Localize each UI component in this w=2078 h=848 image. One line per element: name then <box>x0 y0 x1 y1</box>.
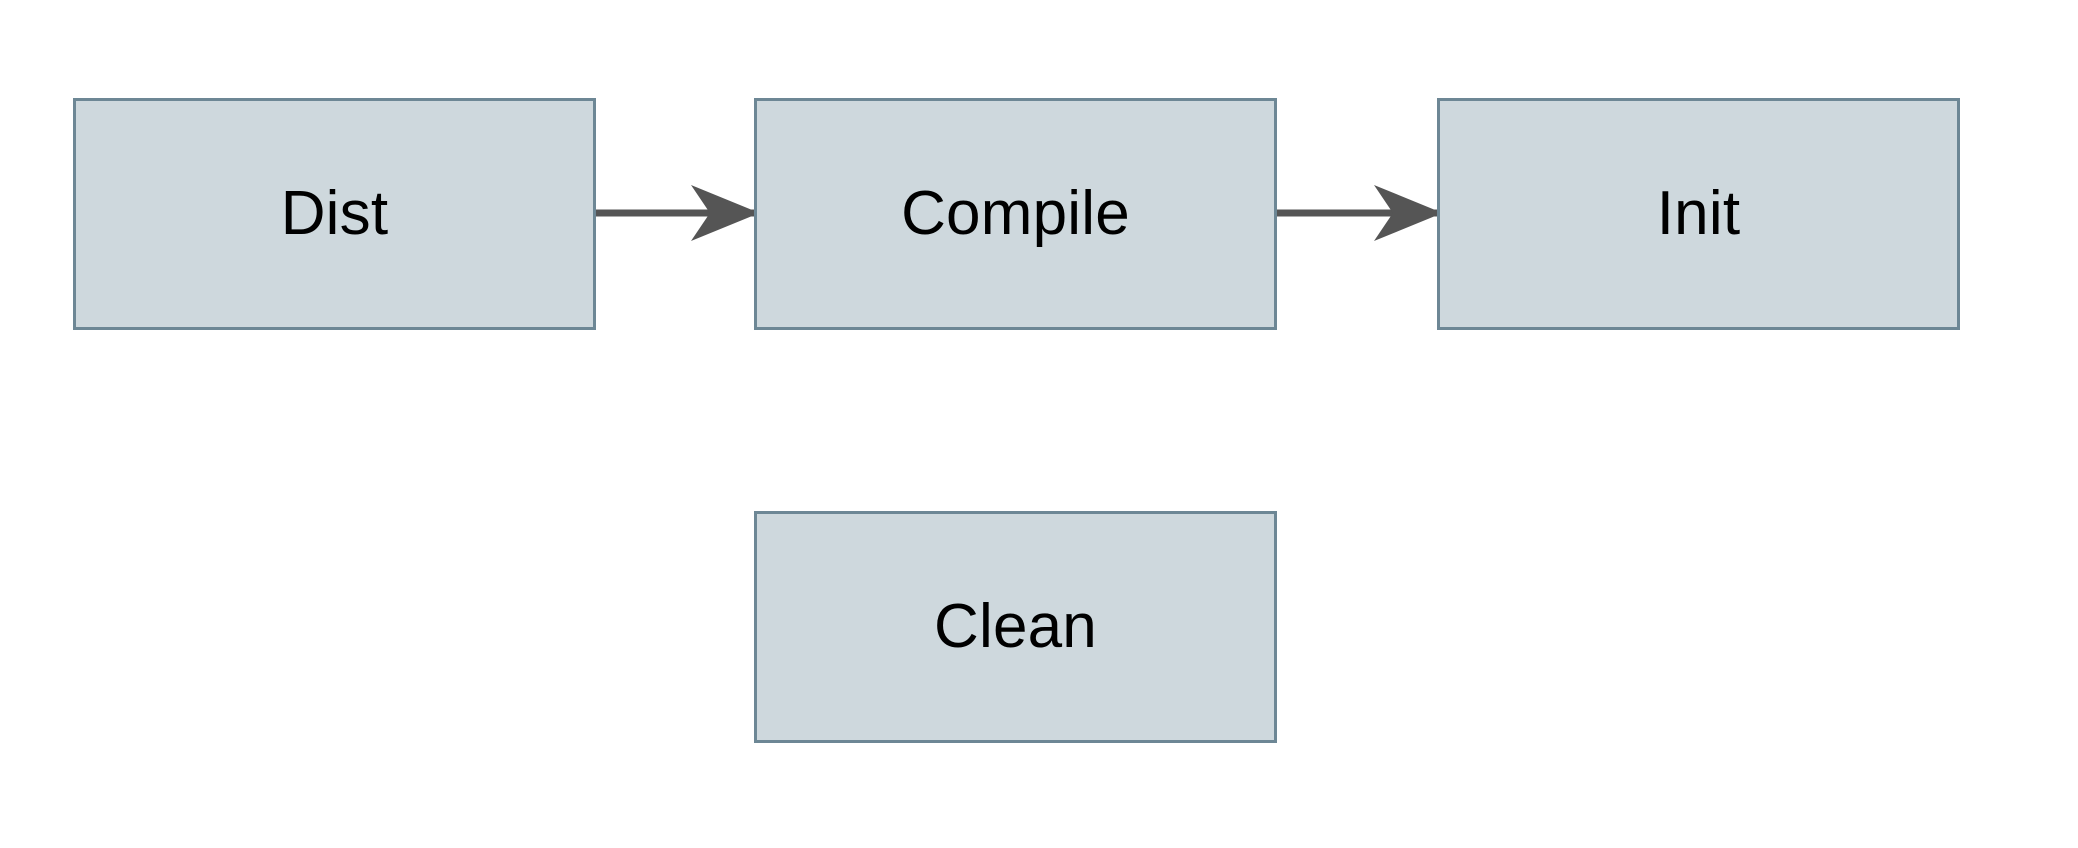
node-dist[interactable]: Dist <box>73 98 596 330</box>
node-compile[interactable]: Compile <box>754 98 1277 330</box>
node-label-clean: Clean <box>934 592 1097 661</box>
node-label-init: Init <box>1656 179 1741 248</box>
node-init[interactable]: Init <box>1437 98 1960 330</box>
node-clean[interactable]: Clean <box>754 511 1277 743</box>
node-label-dist: Dist <box>280 179 389 248</box>
node-label-compile: Compile <box>901 179 1130 248</box>
